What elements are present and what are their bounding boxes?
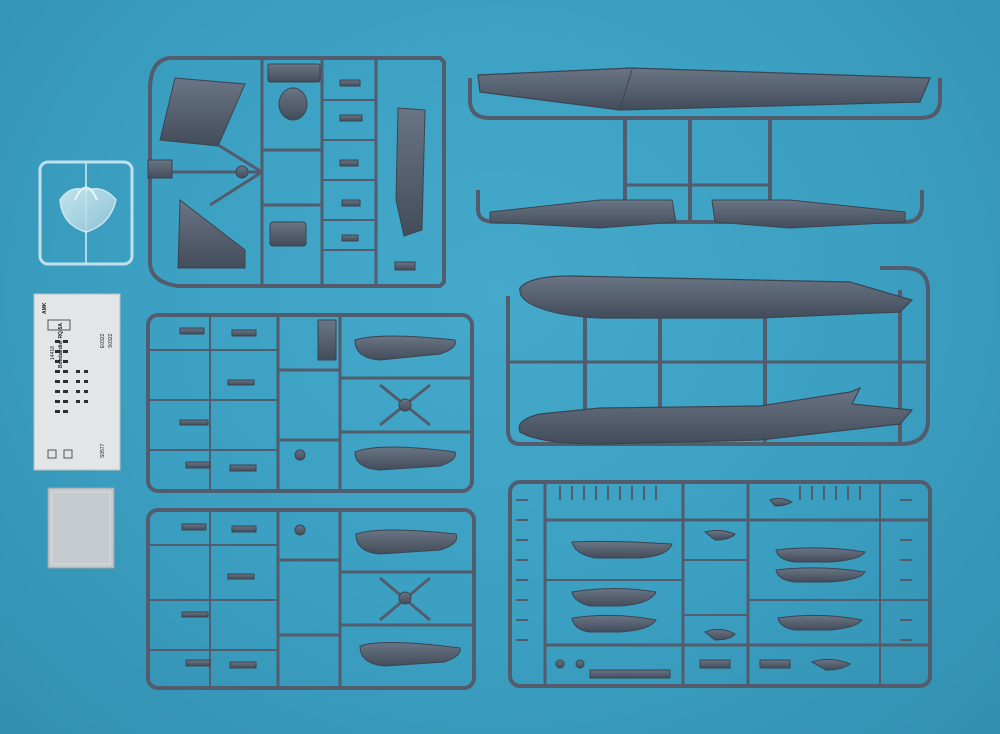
sprue-d bbox=[146, 313, 474, 493]
sprue-a-parts bbox=[147, 63, 426, 271]
sprue-b-wings bbox=[468, 67, 942, 229]
sprue-a bbox=[148, 56, 446, 288]
metal-sheet bbox=[47, 487, 115, 569]
sprue-c-fuselage bbox=[506, 266, 930, 446]
sprue-f bbox=[508, 480, 932, 688]
sprue-e-parts bbox=[181, 523, 461, 669]
sprue-d-parts bbox=[179, 319, 456, 472]
decal-sheet bbox=[33, 293, 121, 471]
sprue-f-parts bbox=[555, 497, 866, 679]
clear-parts-sprue bbox=[38, 160, 134, 266]
sprue-f-small-parts bbox=[516, 486, 912, 641]
